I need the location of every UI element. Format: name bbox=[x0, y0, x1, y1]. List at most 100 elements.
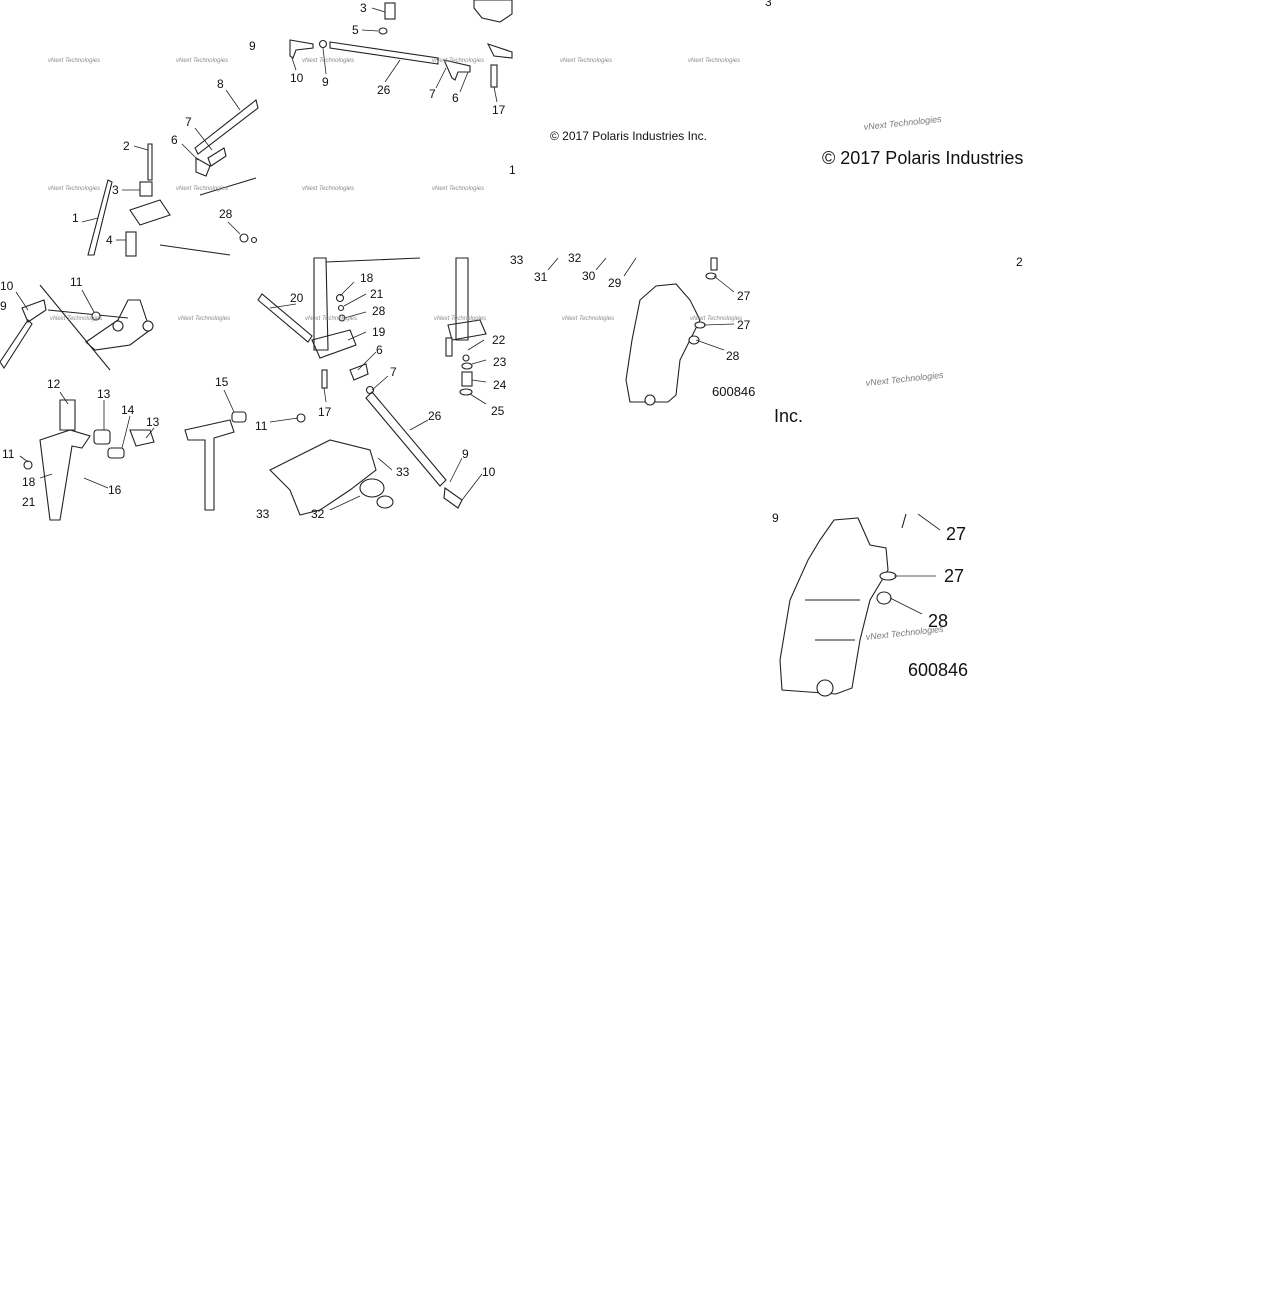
bolt-17 bbox=[321, 369, 328, 389]
shaft-4 bbox=[125, 231, 137, 257]
callout: 19 bbox=[372, 325, 386, 339]
upper-mount bbox=[473, 0, 513, 23]
callout: 2 bbox=[123, 139, 130, 153]
frame-line-2 bbox=[159, 244, 231, 256]
callout: 14 bbox=[121, 403, 135, 417]
callout: 30 bbox=[582, 269, 596, 283]
nut-28 bbox=[239, 233, 249, 243]
callout: 33 bbox=[256, 507, 270, 521]
callout: 18 bbox=[360, 271, 374, 285]
frame-diagonal bbox=[39, 284, 111, 371]
watermark: vNext Technologies bbox=[48, 186, 100, 192]
callout: 6 bbox=[171, 133, 178, 147]
callout: 24 bbox=[493, 378, 507, 392]
tie-rod-26 bbox=[365, 391, 447, 487]
arm-19 bbox=[311, 329, 357, 359]
tile-upper-left bbox=[87, 0, 513, 257]
leader-lines bbox=[15, 7, 941, 615]
watermark: vNext Technologies bbox=[176, 58, 228, 64]
watermark: vNext Technologies bbox=[302, 186, 354, 192]
watermark: vNext Technologies bbox=[688, 58, 740, 64]
callout: 3 bbox=[112, 183, 119, 197]
steering-column bbox=[87, 179, 113, 256]
nut-18 bbox=[335, 293, 345, 303]
callout: 17 bbox=[492, 103, 506, 117]
watermark: vNext Technologies bbox=[562, 316, 614, 322]
frame-top-line bbox=[325, 257, 421, 263]
watermark: vNext Technologies bbox=[305, 316, 357, 322]
bolt-12 bbox=[59, 399, 76, 431]
callout: 10 bbox=[0, 279, 14, 293]
bolt-29 bbox=[710, 257, 718, 271]
bushing-part bbox=[384, 2, 396, 20]
pitman-arm bbox=[129, 199, 171, 226]
idler-arm-16 bbox=[39, 429, 91, 521]
watermark: vNext Technologies bbox=[432, 58, 484, 64]
callout: 27 bbox=[737, 289, 751, 303]
callouts-tile3: 33 32 31 30 29 27 27 28 bbox=[510, 251, 751, 363]
figure-number-small: 600846 bbox=[712, 384, 755, 399]
spacer-3 bbox=[139, 181, 153, 197]
callout: 1 bbox=[509, 163, 516, 177]
rod-end-10b bbox=[443, 487, 463, 509]
callout: 32 bbox=[568, 251, 582, 265]
callout: 18 bbox=[22, 475, 36, 489]
nut-28b bbox=[688, 335, 700, 345]
knuckle-small bbox=[625, 283, 701, 403]
tile-small-knuckle bbox=[625, 257, 718, 406]
copyright-large: © 2017 Polaris Industries bbox=[822, 148, 1023, 168]
callout: 21 bbox=[370, 287, 384, 301]
callout: 20 bbox=[290, 291, 304, 305]
callout: 26 bbox=[428, 409, 442, 423]
callout: 9 bbox=[772, 511, 779, 525]
callout: 1 bbox=[72, 211, 79, 225]
tile-middle-left bbox=[0, 257, 487, 521]
spindle-post bbox=[455, 257, 469, 341]
watermark: vNext Technologies bbox=[50, 316, 102, 322]
bearing-2 bbox=[142, 320, 154, 332]
watermark: vNext Technologies bbox=[690, 316, 742, 322]
bushing-24 bbox=[461, 371, 473, 387]
callout: 4 bbox=[106, 233, 113, 247]
drag-link bbox=[194, 99, 259, 155]
bearing bbox=[112, 320, 124, 332]
rod-end-body bbox=[195, 157, 211, 177]
callouts-large: 27 27 28 9 2 bbox=[772, 255, 1023, 631]
callout: 32 bbox=[311, 507, 325, 521]
callout: 23 bbox=[493, 355, 507, 369]
callout: 6 bbox=[376, 343, 383, 357]
sleeve-14 bbox=[107, 447, 125, 459]
watermark: vNext Technologies bbox=[560, 58, 612, 64]
callout: 15 bbox=[215, 375, 229, 389]
spindle-arm bbox=[447, 319, 487, 341]
tie-rod-upper bbox=[329, 41, 439, 65]
callout: 21 bbox=[22, 495, 36, 509]
callout: 28 bbox=[372, 304, 386, 318]
callout: 28 bbox=[928, 611, 948, 631]
callout: 3 bbox=[360, 1, 367, 15]
callout: 10 bbox=[290, 71, 304, 85]
callout: 27 bbox=[946, 524, 966, 544]
bolt-part bbox=[490, 64, 498, 88]
callout: 31 bbox=[534, 270, 548, 284]
callout: 22 bbox=[492, 333, 506, 347]
watermarks: vNext Technologies vNext Technologies vN… bbox=[48, 58, 944, 642]
watermark: vNext Technologies bbox=[434, 316, 486, 322]
nut-11b bbox=[23, 460, 33, 470]
callout: 33 bbox=[510, 253, 524, 267]
callout: 13 bbox=[146, 415, 160, 429]
callout: 7 bbox=[429, 87, 436, 101]
nut-28-large bbox=[876, 591, 892, 605]
watermark: vNext Technologies bbox=[176, 186, 228, 192]
frame-line bbox=[199, 177, 257, 196]
bushing-13 bbox=[93, 429, 111, 445]
oring-25 bbox=[459, 388, 473, 396]
rod-end-6 bbox=[349, 363, 369, 381]
knuckle-large bbox=[779, 517, 889, 695]
watermark: vNext Technologies bbox=[302, 58, 354, 64]
washer-27-large bbox=[879, 571, 897, 581]
callout: 2 bbox=[1016, 255, 1023, 269]
clip-22 bbox=[462, 354, 470, 362]
washer-small bbox=[250, 236, 258, 244]
